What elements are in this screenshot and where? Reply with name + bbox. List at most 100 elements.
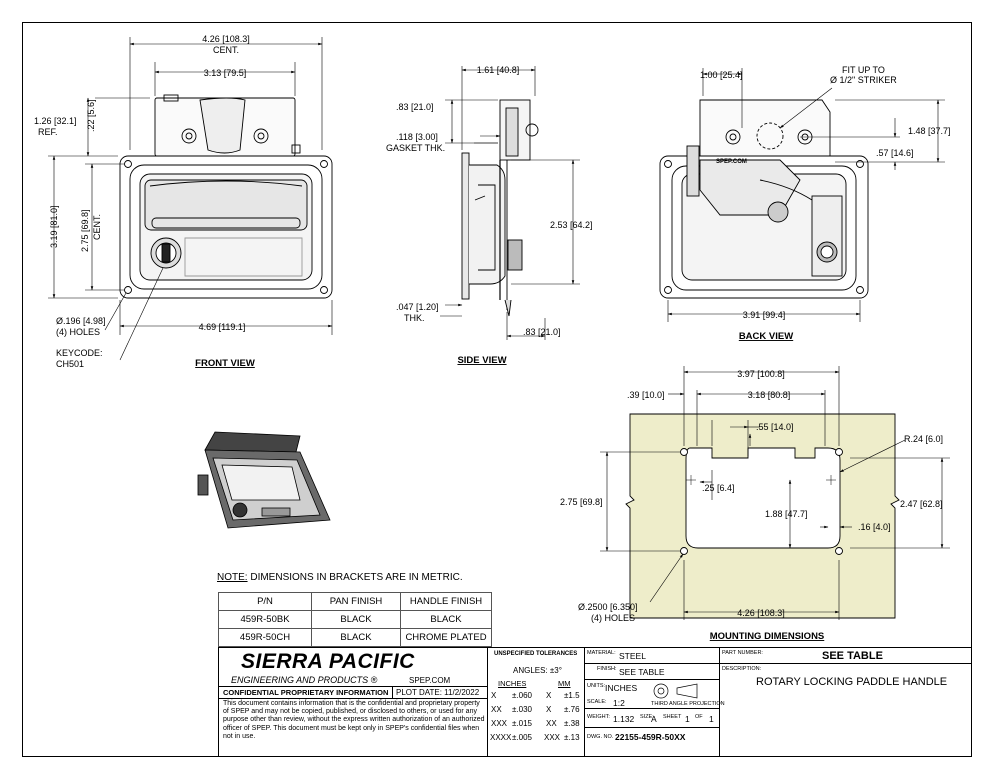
dim-front-22: .22 [5.6] xyxy=(86,99,96,132)
dim-mount-r24: R.24 [6.0] xyxy=(904,434,943,444)
tolerance-angles: ANGLES: ±3° xyxy=(513,666,562,675)
title-mounting-dimensions: MOUNTING DIMENSIONS xyxy=(710,631,825,642)
tol-in-value: ±.060 xyxy=(512,691,532,700)
label-cent-side: CENT. xyxy=(92,214,102,240)
note-text: DIMENSIONS IN BRACKETS ARE IN METRIC. xyxy=(247,572,463,583)
table-row: 459R-50CH BLACK CHROME PLATED xyxy=(218,628,492,647)
tol-in-value: ±.005 xyxy=(512,733,532,742)
dim-back-100: 1.00 [25.4] xyxy=(700,70,743,80)
material-label: MATERIAL: xyxy=(587,650,616,656)
weight-size-sheet-cell: WEIGHT: 1.132 SIZE: A SHEET 1 OF 1 xyxy=(584,708,720,728)
of-label: OF xyxy=(695,714,703,720)
dim-mount-25: .25 [6.4] xyxy=(702,483,735,493)
tol-mm-label: X xyxy=(546,691,552,700)
part-value: SEE TABLE xyxy=(822,650,883,662)
col-header-pn: P/N xyxy=(218,592,312,611)
tolerance-block: UNSPECIFIED TOLERANCES ANGLES: ±3° INCHE… xyxy=(487,647,585,757)
description-label: DESCRIPTION: xyxy=(722,666,762,672)
table-row: 459R-50BK BLACK BLACK xyxy=(218,610,492,629)
title-back-view: BACK VIEW xyxy=(739,331,793,342)
dim-front-319: 3.19 [81.0] xyxy=(49,205,59,248)
cell-pn: 459R-50BK xyxy=(218,610,312,629)
confidential-label: CONFIDENTIAL PROPRIETARY INFORMATION xyxy=(223,688,389,697)
col-header-handle-finish: HANDLE FINISH xyxy=(400,592,492,611)
cell-pan-finish: BLACK xyxy=(311,610,401,629)
tol-in-label: X xyxy=(491,691,497,700)
third-angle-projection-icon xyxy=(653,683,698,699)
of-value: 1 xyxy=(709,714,714,724)
dim-front-126: 1.26 [32.1] xyxy=(34,116,77,126)
cell-pn: 459R-50CH xyxy=(218,628,312,647)
cell-handle-finish: CHROME PLATED xyxy=(400,628,492,647)
front-dimensions xyxy=(48,37,333,361)
size-label: SIZE: xyxy=(640,714,654,720)
dim-mount-247: 2.47 [62.8] xyxy=(900,499,943,509)
label-holes-front-2: (4) HOLES xyxy=(56,327,100,337)
dim-side-83top: .83 [21.0] xyxy=(396,102,434,112)
dim-mount-39: .39 [10.0] xyxy=(627,390,665,400)
scale-label: SCALE: xyxy=(587,699,607,705)
side-dimensions xyxy=(440,66,580,340)
finish-label: FINISH: xyxy=(597,666,617,672)
label-keycode-1: KEYCODE: xyxy=(56,348,103,358)
disclaimer-cell: This document contains information that … xyxy=(218,698,488,757)
tol-in-label: XXXX xyxy=(490,733,512,742)
size-value: A xyxy=(651,714,657,724)
mounting-dimensions xyxy=(600,366,950,620)
metric-note: NOTE: DIMENSIONS IN BRACKETS ARE IN METR… xyxy=(217,572,463,583)
dim-back-148: 1.48 [37.7] xyxy=(908,126,951,136)
finish-value: SEE TABLE xyxy=(619,667,665,677)
dim-side-253: 2.53 [64.2] xyxy=(550,220,593,230)
dim-front-275: 2.75 [69.8] xyxy=(80,209,90,252)
dim-front-469: 4.69 [119.1] xyxy=(199,322,246,332)
part-number-table: P/N PAN FINISH HANDLE FINISH 459R-50BK B… xyxy=(218,592,492,647)
dim-side-161: 1.61 [40.8] xyxy=(477,65,520,75)
description-value: ROTARY LOCKING PADDLE HANDLE xyxy=(756,676,948,688)
company-name: SIERRA PACIFIC xyxy=(241,650,415,673)
label-gasket-1: .118 [3.00] xyxy=(396,132,438,142)
projection-label: THIRD ANGLE PROJECTION xyxy=(651,701,725,707)
label-holes-front-1: Ø.196 [4.98] xyxy=(56,316,106,326)
company-subtitle: ENGINEERING AND PRODUCTS ® xyxy=(231,675,378,685)
sheet-label: SHEET xyxy=(663,714,682,720)
units-scale-cell: UNITS: INCHES SCALE: 1:2 THIRD ANGLE PRO… xyxy=(584,679,725,709)
tolerance-inches-header: INCHES xyxy=(498,679,527,688)
tol-in-value: ±.030 xyxy=(512,705,532,714)
dim-mount-55: .55 [14.0] xyxy=(756,422,794,432)
label-fit-2: Ø 1/2" STRIKER xyxy=(830,75,897,85)
tolerance-mm-header: MM xyxy=(558,679,571,688)
dim-front-426: 4.26 [108.3] xyxy=(202,34,250,44)
disclaimer-text: This document contains information that … xyxy=(223,700,485,740)
label-spep-back: SPEP.COM xyxy=(716,159,747,165)
label-keycode-2: CH501 xyxy=(56,359,84,369)
cell-handle-finish: BLACK xyxy=(400,610,492,629)
tol-mm-value: ±1.5 xyxy=(564,691,580,700)
tol-mm-label: X xyxy=(546,705,552,714)
tol-mm-label: XX xyxy=(546,719,557,728)
tolerance-title: UNSPECIFIED TOLERANCES xyxy=(494,651,578,657)
dim-mount-275: 2.75 [69.8] xyxy=(560,497,603,507)
material-value: STEEL xyxy=(619,651,646,661)
dim-mount-16: .16 [4.0] xyxy=(858,522,891,532)
dim-back-57: .57 [14.6] xyxy=(876,148,914,158)
label-thk-2: THK. xyxy=(404,313,425,323)
tol-mm-value: ±.76 xyxy=(564,705,580,714)
mounting-view xyxy=(625,413,900,619)
tol-mm-value: ±.38 xyxy=(564,719,580,728)
dwg-value: 22155-459R-50XX xyxy=(615,732,686,742)
label-fit-1: FIT UP TO xyxy=(842,65,885,75)
part-label: PART NUMBER: xyxy=(722,650,763,656)
label-holes-mount-1: Ø.2500 [6.350] xyxy=(578,602,638,612)
table-header-row: P/N PAN FINISH HANDLE FINISH xyxy=(218,592,492,611)
dim-mount-318: 3.18 [80.8] xyxy=(748,390,791,400)
label-ref: REF. xyxy=(38,127,58,137)
back-dimensions xyxy=(667,68,945,322)
part-number-cell: PART NUMBER: SEE TABLE xyxy=(719,647,972,664)
units-value: INCHES xyxy=(605,683,638,693)
label-holes-mount-2: (4) HOLES xyxy=(591,613,635,623)
isometric-view xyxy=(197,431,331,529)
col-header-pan-finish: PAN FINISH xyxy=(311,592,401,611)
dwg-label: DWG. NO. xyxy=(587,734,614,740)
tol-in-label: XX xyxy=(491,705,502,714)
